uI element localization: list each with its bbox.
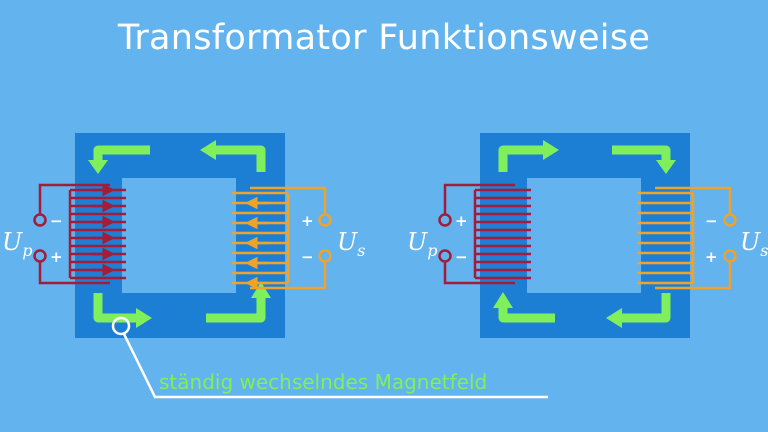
page-title: Transformator Funktionsweise	[117, 18, 651, 58]
left-secondary-coil	[232, 186, 332, 290]
flux-arrow	[93, 145, 150, 162]
left-primary-lead	[38, 262, 110, 285]
right-primary-terminal-bottom	[438, 249, 452, 263]
right-transformer: + − Up − + Us	[407, 133, 768, 338]
flux-arrow	[612, 145, 671, 162]
right-core-window	[527, 178, 641, 293]
flux-arrow	[498, 306, 555, 323]
right-primary-coil	[438, 183, 531, 285]
flux-arrow-head	[136, 308, 152, 328]
left-secondary-lead	[250, 262, 327, 290]
right-secondary-top-sign: −	[705, 212, 718, 230]
left-primary-bottom-sign: +	[50, 248, 63, 266]
left-secondary-top-sign: +	[301, 212, 314, 230]
flux-arrow-head	[251, 282, 271, 298]
right-secondary-voltage-symbol: Us	[740, 228, 768, 260]
right-primary-voltage-symbol: Up	[407, 228, 437, 260]
right-secondary-lead	[655, 262, 732, 290]
left-primary-top-sign: −	[50, 212, 63, 230]
left-core-window	[122, 178, 236, 293]
right-primary-lead	[443, 262, 515, 285]
flux-arrow-head	[88, 160, 108, 174]
left-transformer: − + Up + − Us	[2, 133, 365, 338]
flux-arrow-head	[606, 308, 622, 328]
flux-arrow-head	[493, 292, 513, 308]
left-primary-coil	[33, 183, 126, 285]
right-secondary-terminal-top	[723, 213, 737, 227]
annotation-marker	[111, 316, 131, 336]
left-primary-terminal-bottom	[33, 249, 47, 263]
left-secondary-terminal-top	[318, 213, 332, 227]
right-secondary-coil	[637, 186, 737, 290]
flux-arrow	[214, 145, 266, 172]
flux-arrow	[206, 296, 266, 323]
left-primary-voltage-symbol: Up	[2, 228, 32, 260]
right-flux-arrows	[493, 140, 676, 328]
right-secondary-lead	[655, 186, 732, 214]
flux-arrow	[498, 145, 545, 172]
annotation-leader-line	[122, 333, 548, 399]
right-primary-top-sign: +	[455, 212, 468, 230]
annotation-text: ständig wechselndes Magnetfeld	[159, 370, 487, 394]
right-primary-terminal-top	[438, 213, 452, 227]
flux-arrow-head	[200, 140, 216, 160]
left-secondary-terminal-bottom	[318, 249, 332, 263]
flux-arrow-head	[656, 160, 676, 174]
right-secondary-bottom-sign: +	[705, 248, 718, 266]
left-primary-lead	[38, 183, 110, 214]
left-secondary-bottom-sign: −	[301, 248, 314, 266]
right-primary-lead	[443, 183, 515, 214]
left-primary-terminal-top	[33, 213, 47, 227]
left-secondary-lead	[250, 186, 327, 214]
annotation-callout: ständig wechselndes Magnetfeld	[111, 316, 548, 399]
left-secondary-voltage-symbol: Us	[337, 228, 365, 260]
right-primary-bottom-sign: −	[455, 248, 468, 266]
right-secondary-terminal-bottom	[723, 249, 737, 263]
flux-arrow	[620, 293, 671, 323]
flux-arrow-head	[543, 140, 559, 160]
